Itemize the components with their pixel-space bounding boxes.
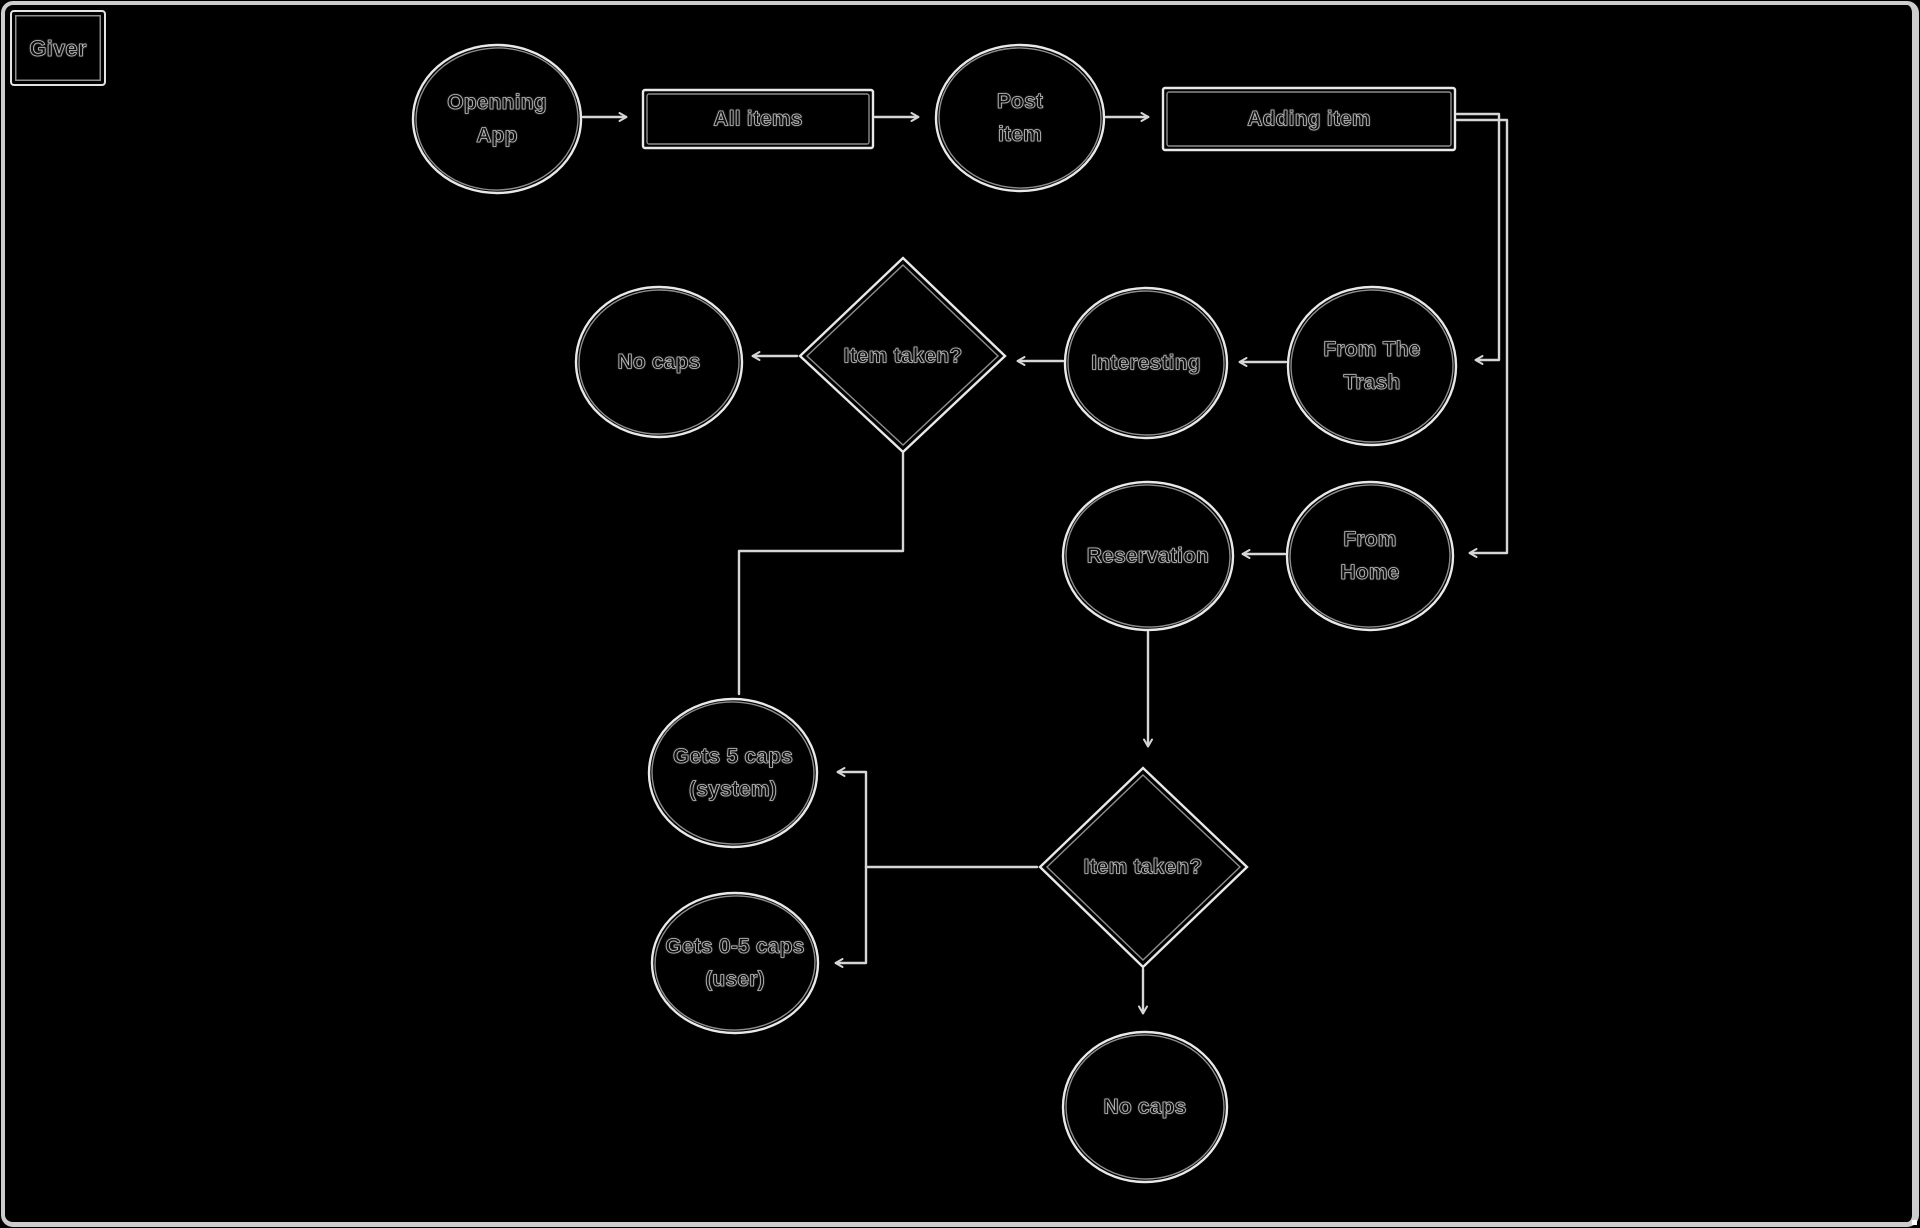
node-from-the-trash[interactable] (1286, 285, 1458, 447)
node-no-caps-bottom[interactable] (1061, 1030, 1229, 1184)
frame-title-label: Giver (29, 35, 87, 61)
node-interesting[interactable] (1063, 286, 1229, 440)
edges (581, 112, 1509, 1015)
edge-item-taken-2-to-gets-0-5-caps[interactable] (834, 865, 868, 968)
node-gets-5-caps[interactable] (647, 697, 819, 849)
node-gets-0-5-caps[interactable] (650, 891, 820, 1035)
edge-adding-item-to-from-home[interactable] (1455, 118, 1509, 558)
node-all-items[interactable] (641, 88, 875, 150)
edge-item-taken-2-to-gets-5-caps[interactable] (836, 767, 868, 869)
node-from-home[interactable] (1285, 480, 1455, 632)
frame-title-box[interactable]: Giver (10, 10, 106, 86)
node-item-taken-1[interactable] (798, 256, 1007, 454)
node-post-item[interactable] (934, 43, 1106, 193)
edge-item-taken-1-to-gets-5-caps[interactable] (737, 451, 905, 696)
node-reservation[interactable] (1061, 480, 1235, 632)
node-adding-item[interactable] (1161, 86, 1457, 152)
node-openning-app[interactable] (411, 43, 583, 195)
edge-adding-item-to-from-the-trash[interactable] (1455, 112, 1501, 365)
resize-handle[interactable] (1912, 1220, 1917, 1225)
node-item-taken-2[interactable] (1038, 766, 1249, 969)
node-no-caps-top[interactable] (574, 285, 744, 439)
